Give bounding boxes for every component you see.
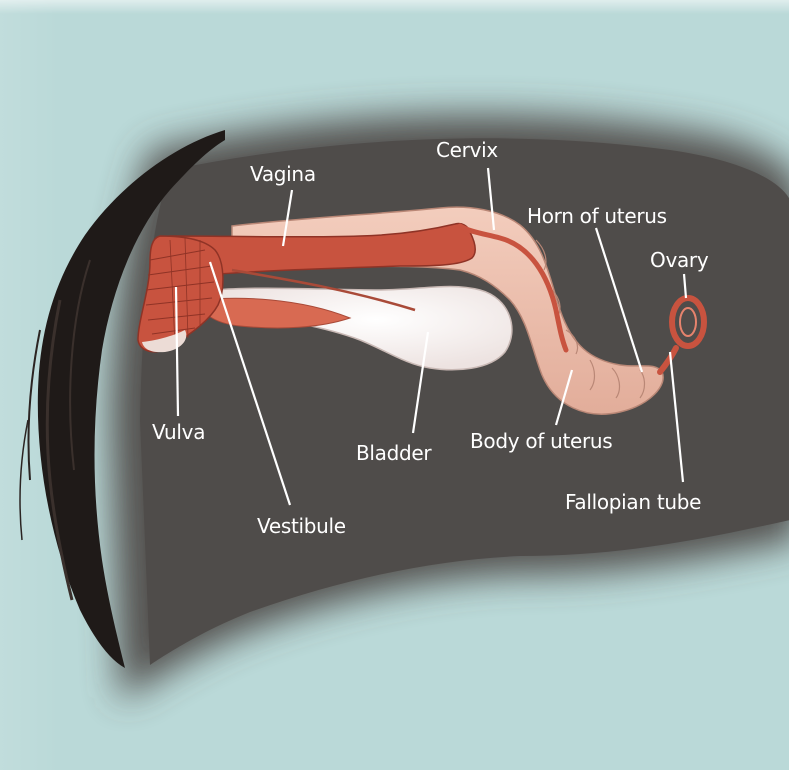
label-bladder: Bladder	[356, 441, 431, 465]
label-vagina: Vagina	[250, 162, 316, 186]
label-horn-of-uterus: Horn of uterus	[527, 204, 667, 228]
label-body-of-uterus: Body of uterus	[470, 429, 612, 453]
label-cervix: Cervix	[436, 138, 498, 162]
label-fallopian-tube: Fallopian tube	[565, 490, 701, 514]
body-silhouette	[110, 115, 789, 700]
label-ovary: Ovary	[650, 248, 708, 272]
label-vulva: Vulva	[152, 420, 205, 444]
label-vestibule: Vestibule	[257, 514, 346, 538]
